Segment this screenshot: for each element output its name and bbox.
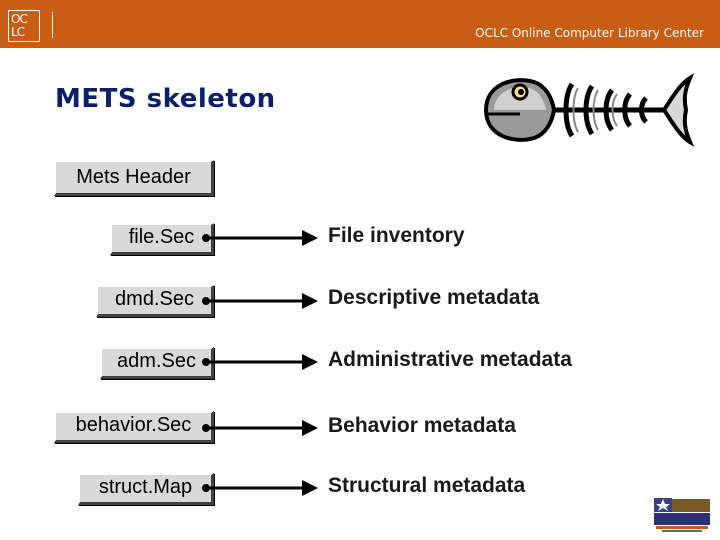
fish-skeleton-icon <box>483 73 695 147</box>
oclc-logo: OC LC <box>8 10 40 42</box>
file-sec-box: file.Sec <box>110 223 214 255</box>
dmd-sec-box: dmd.Sec <box>96 285 214 317</box>
header-bar: OC LC OCLC Online Computer Library Cente… <box>0 0 720 48</box>
behavior-metadata-label: Behavior metadata <box>328 414 516 437</box>
logo-line-1: OC <box>11 12 28 26</box>
logo-line-2: LC <box>11 25 25 39</box>
descriptive-metadata-label: Descriptive metadata <box>328 286 540 309</box>
file-inventory-label: File inventory <box>328 224 465 247</box>
arrow-struct-map <box>202 480 318 496</box>
arrow-adm-sec <box>202 354 318 370</box>
arrow-file-sec <box>202 230 318 246</box>
structural-metadata-label: Structural metadata <box>328 474 526 497</box>
mets-header-box: Mets Header <box>54 160 214 196</box>
arrow-dmd-sec <box>202 293 318 309</box>
san-antonio-2006-badge <box>652 496 712 534</box>
logo-divider <box>52 12 53 38</box>
organization-name: OCLC Online Computer Library Center <box>475 26 704 40</box>
struct-map-box: struct.Map <box>78 473 214 505</box>
slide-title: METS skeleton <box>55 84 276 114</box>
arrow-behavior-sec <box>202 420 318 436</box>
administrative-metadata-label: Administrative metadata <box>328 348 572 371</box>
adm-sec-box: adm.Sec <box>100 347 214 379</box>
